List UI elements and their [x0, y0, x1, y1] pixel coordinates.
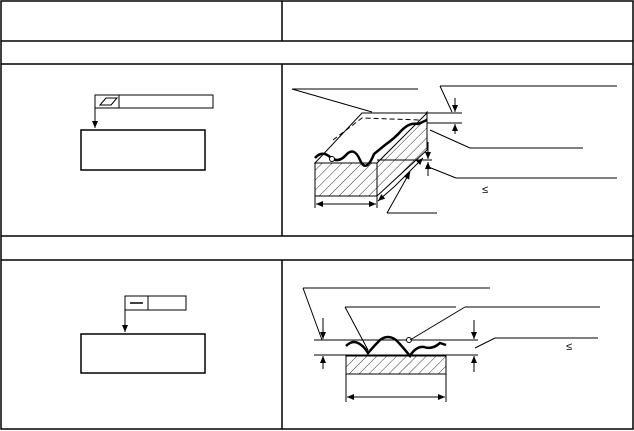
straightness-le-symbol: ≤ — [566, 341, 572, 353]
flatness-illustration — [291, 85, 617, 214]
straightness-leader-2 — [344, 306, 369, 351]
straightness-annotation — [80, 295, 206, 374]
straightness-leader-1 — [302, 287, 323, 341]
flatness-probe-point — [329, 156, 335, 162]
flatness-le-symbol: ≤ — [482, 184, 488, 196]
parallelogram-flatness-icon — [98, 97, 119, 106]
flatness-width-arrow-b — [394, 157, 424, 187]
flatness-annotation — [80, 94, 214, 171]
flatness-tolerance-frame — [94, 94, 214, 109]
straightness-real-profile — [345, 335, 447, 359]
straightness-tolerance-frame — [124, 295, 187, 311]
flatness-leader-1 — [291, 88, 373, 113]
flatness-width-arrow-a — [377, 185, 396, 202]
flatness-leader-3 — [429, 129, 471, 149]
straightness-probe-point — [406, 337, 412, 343]
flatness-feature-box — [80, 129, 206, 171]
straightness-leader-3 — [409, 306, 466, 341]
flatness-leader-5 — [386, 171, 411, 214]
flatness-block-front — [314, 162, 378, 197]
flatness-leader-4 — [425, 165, 457, 179]
flatness-leader-2 — [439, 85, 453, 113]
flatness-zone-plane — [332, 117, 421, 141]
straightness-illustration — [302, 287, 600, 402]
straightness-leader-4 — [474, 337, 496, 349]
straightness-feature-box — [80, 333, 206, 374]
straightness-block — [345, 355, 447, 375]
